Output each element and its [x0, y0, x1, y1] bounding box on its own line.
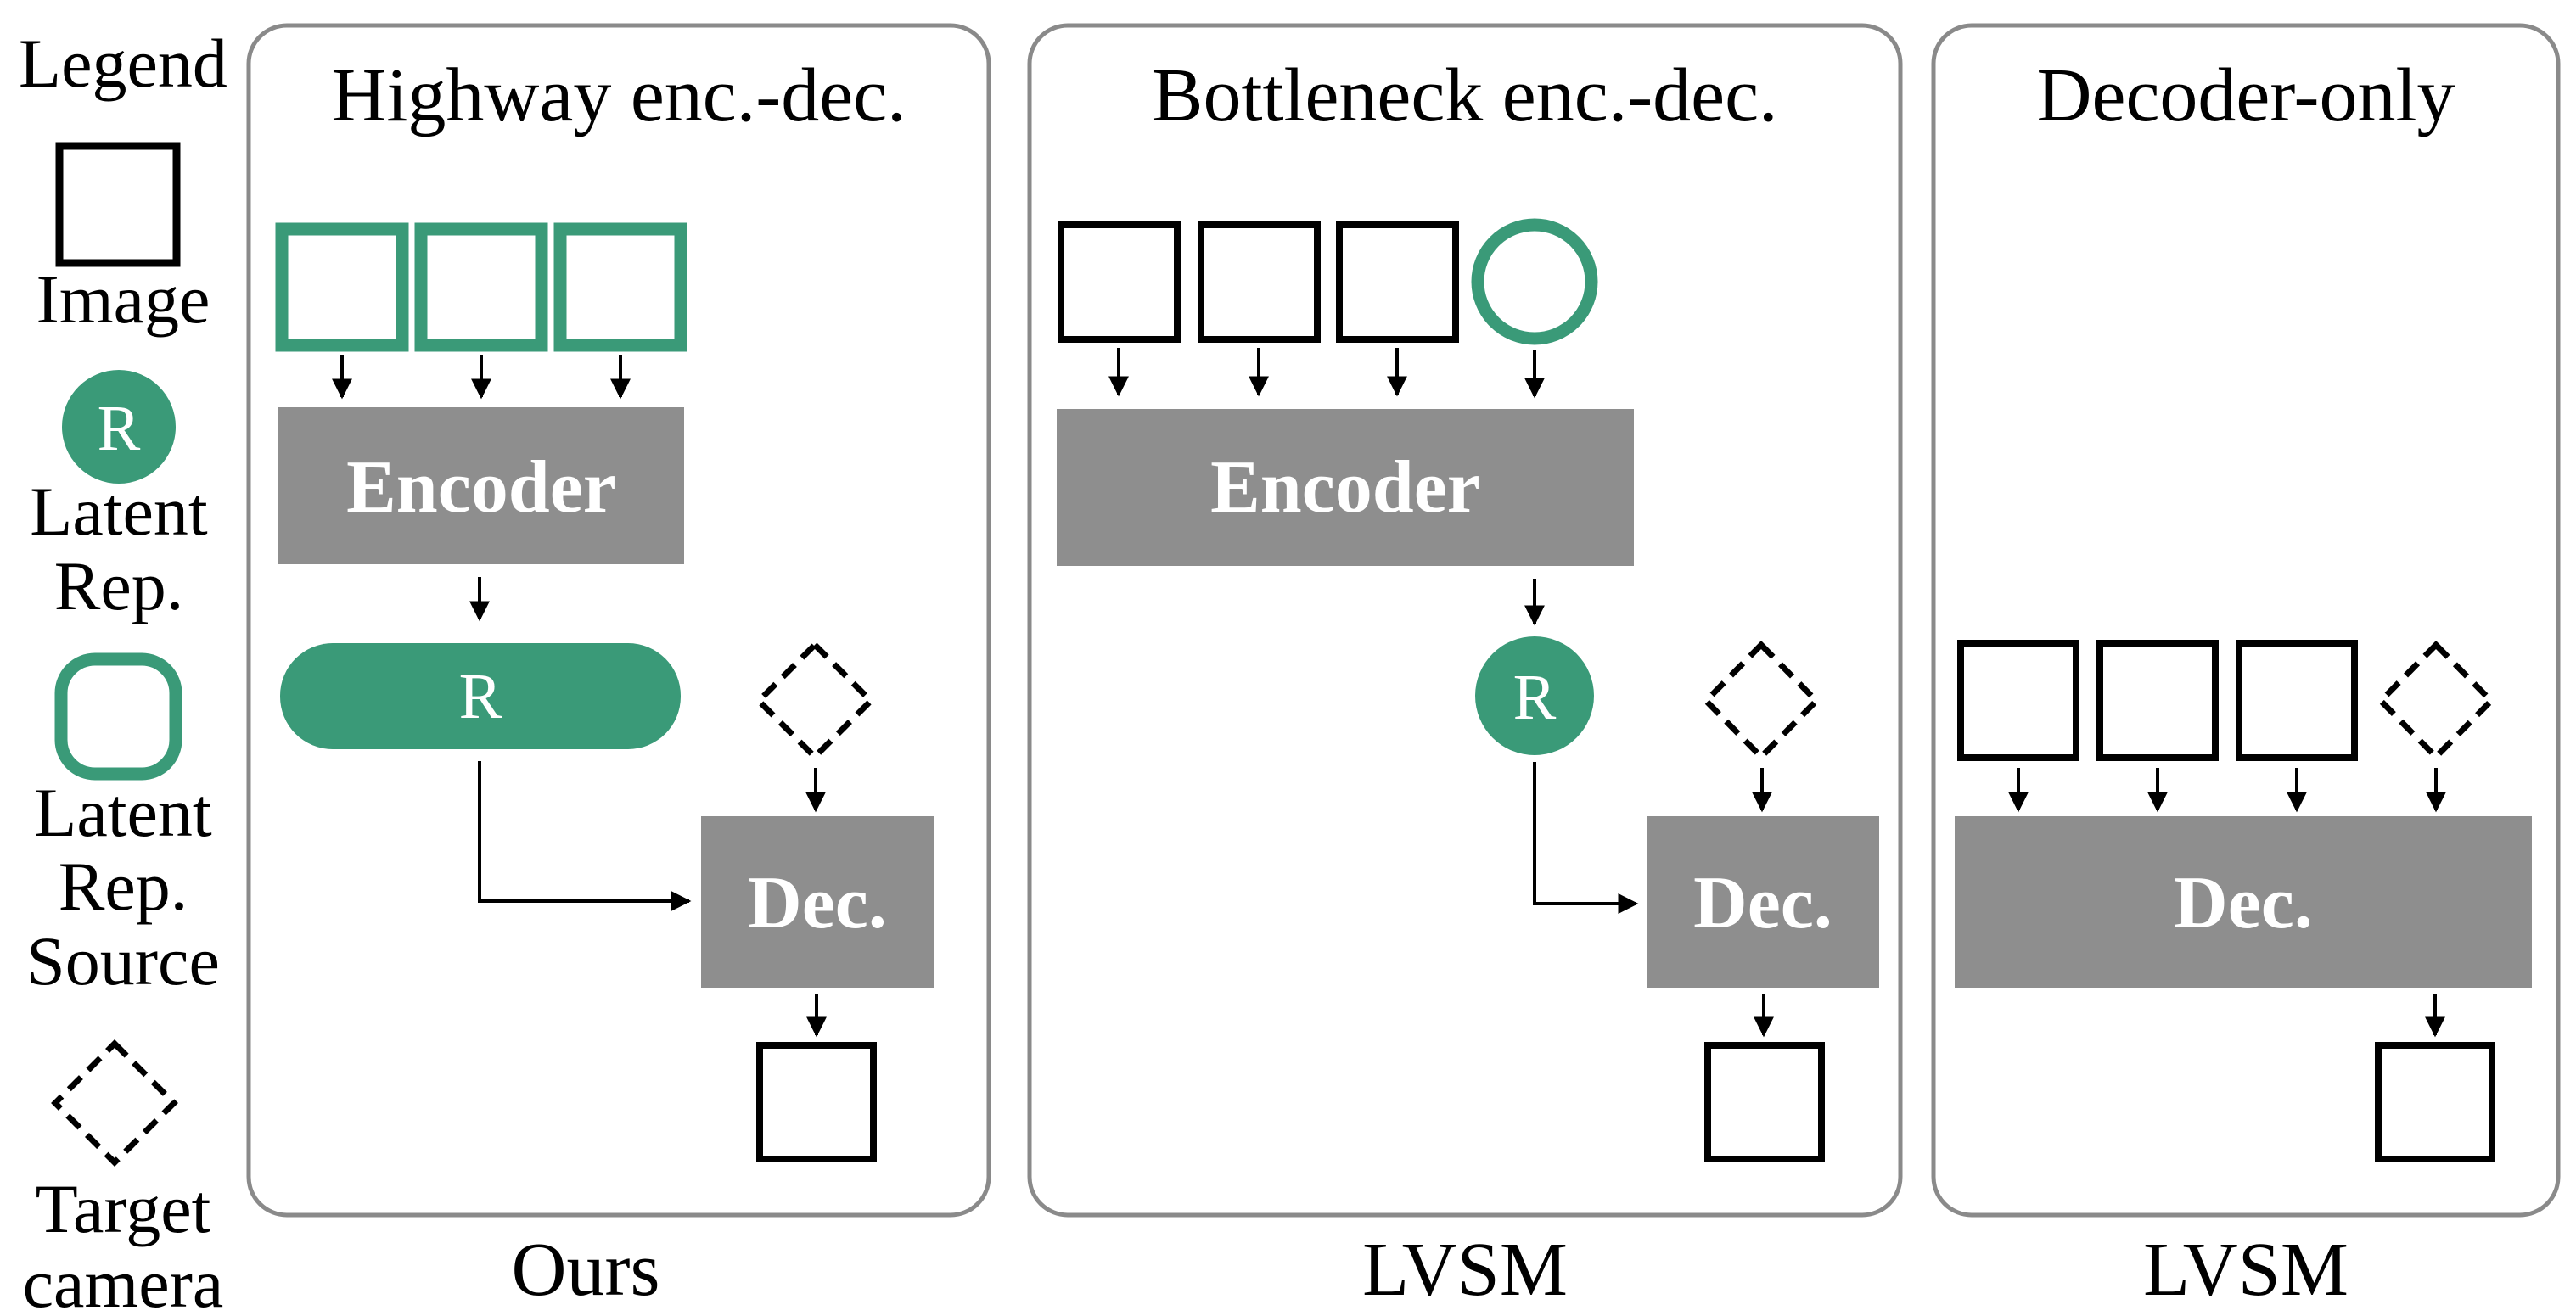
output-image	[756, 1042, 877, 1162]
panel-bottleneck: Bottleneck enc.-dec. Encoder R Dec. LVSM	[1027, 23, 1903, 1312]
legend-image-label: Image	[36, 260, 210, 338]
input-image-1	[1058, 221, 1181, 343]
latent-representation	[1475, 636, 1594, 755]
encoder-block	[1057, 409, 1634, 566]
legend-latent-glyph: R	[98, 393, 141, 464]
legend-latent-label-line1: Latent	[30, 473, 208, 550]
input-source-image-2	[414, 222, 548, 352]
panel-decoder-only-caption: LVSM	[2143, 1228, 2349, 1312]
input-source-image-1	[275, 222, 409, 352]
encoder-label: Encoder	[346, 446, 616, 529]
panel-bottleneck-title: Bottleneck enc.-dec.	[1152, 53, 1777, 137]
input-image-3	[1336, 221, 1459, 343]
legend-image-icon	[55, 142, 181, 267]
output-image	[2375, 1042, 2495, 1162]
legend-latent-label-line2: Rep.	[54, 547, 184, 624]
legend-target-label-line1: Target	[36, 1170, 211, 1247]
output-image	[1704, 1042, 1825, 1162]
panel-highway-title: Highway enc.-dec.	[331, 53, 906, 137]
arrow-latent-to-decoder	[1533, 762, 1639, 914]
decoder-block	[1647, 816, 1879, 988]
input-image-1	[1957, 640, 2079, 761]
legend-latent-icon	[62, 370, 176, 484]
decoder-block	[701, 816, 934, 988]
latent-label: R	[459, 661, 502, 732]
panel-decoder-only-title: Decoder-only	[2037, 53, 2455, 137]
legend-source-label-line2: Rep.	[59, 848, 188, 925]
encoder-label: Encoder	[1210, 446, 1480, 529]
legend-latent-source-icon	[54, 652, 182, 781]
panel-highway: Highway enc.-dec. Encoder R Dec. Ours	[246, 23, 991, 1312]
legend-source-label-line1: Latent	[34, 774, 212, 851]
decoder-label: Dec.	[748, 862, 887, 944]
panel-decoder-only-frame	[1931, 23, 2561, 1218]
panel-bottleneck-frame	[1027, 23, 1903, 1218]
decoder-block	[1955, 816, 2532, 988]
legend-target-label-line2: camera	[23, 1245, 224, 1316]
legend: Legend Image R Latent Rep. Latent Rep. S…	[19, 25, 227, 1316]
panel-decoder-only: Decoder-only Dec. LVSM	[1931, 23, 2561, 1312]
decoder-label: Dec.	[1693, 862, 1832, 944]
input-image-2	[2096, 640, 2219, 761]
latent-source-token	[1471, 218, 1598, 345]
legend-title: Legend	[19, 25, 227, 102]
panel-bottleneck-caption: LVSM	[1362, 1228, 1568, 1312]
encoder-block	[278, 407, 684, 564]
arrow-latent-to-decoder	[478, 761, 692, 911]
latent-label: R	[1513, 662, 1557, 733]
input-image-2	[1198, 221, 1321, 343]
input-image-3	[2236, 640, 2358, 761]
input-source-image-3	[553, 222, 687, 352]
latent-representation-bar	[280, 643, 681, 749]
decoder-label: Dec.	[2174, 862, 2313, 944]
legend-target-camera-icon	[51, 1039, 178, 1167]
panel-highway-caption: Ours	[512, 1228, 660, 1312]
legend-source-label-line3: Source	[26, 922, 220, 1000]
panel-highway-frame	[246, 23, 991, 1218]
